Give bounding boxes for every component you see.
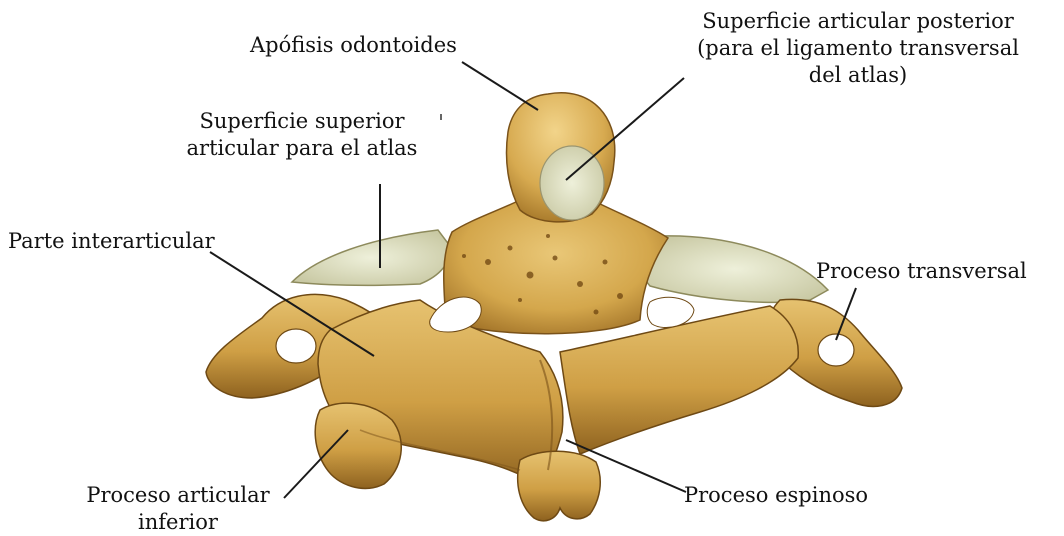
spinous-process [518, 451, 601, 521]
leader-odontoid [462, 62, 538, 110]
label-line: Parte interarticular [8, 228, 215, 255]
superior-articular-surface-right [642, 236, 828, 302]
label-line: Superficie articular posterior [652, 8, 1064, 35]
label-superior-articular-surface: Superficie superior articular para el at… [156, 108, 448, 162]
label-line: del atlas) [652, 62, 1064, 89]
label-line: (para el ligamento transversal [652, 35, 1064, 62]
posterior-articular-facet [540, 146, 604, 220]
transverse-foramen-left [276, 329, 316, 363]
superior-articular-surface-left [292, 230, 450, 285]
label-inferior-articular-process: Proceso articular inferior [64, 482, 292, 536]
label-line: Proceso espinoso [684, 482, 868, 509]
label-line: Proceso articular [64, 482, 292, 509]
label-odontoid-process: Apófisis odontoides [250, 32, 457, 59]
label-transverse-process: Proceso transversal [816, 258, 1027, 285]
label-line: Superficie superior [156, 108, 448, 135]
label-line: Proceso transversal [816, 258, 1027, 285]
label-posterior-articular-surface: Superficie articular posterior (para el … [652, 8, 1064, 89]
label-line: articular para el atlas [156, 135, 448, 162]
label-spinous-process: Proceso espinoso [684, 482, 868, 509]
label-pars-interarticularis: Parte interarticular [8, 228, 215, 255]
label-line: Apófisis odontoides [250, 32, 457, 59]
label-line: inferior [64, 509, 292, 536]
